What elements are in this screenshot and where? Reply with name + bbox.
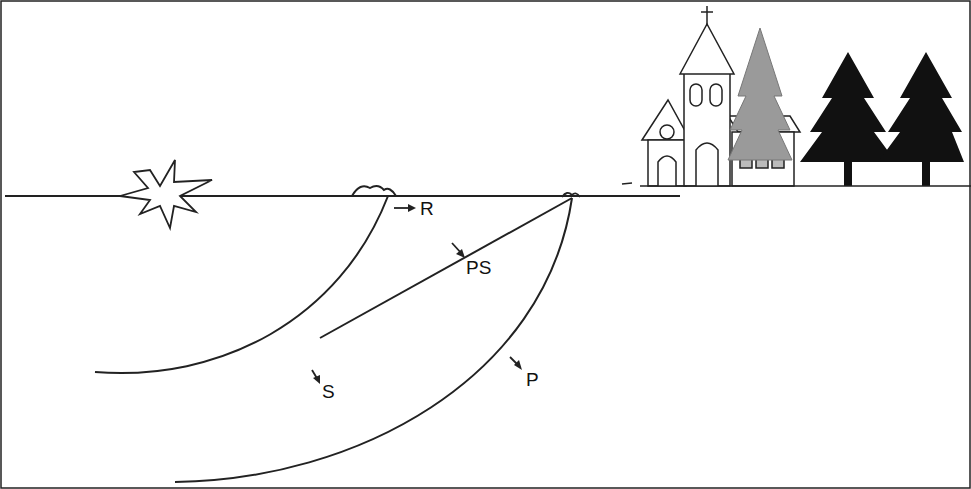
- wave-label: PS: [466, 258, 491, 277]
- wave-label: P: [526, 370, 539, 389]
- wave-label: S: [322, 382, 335, 401]
- wave-label: R: [420, 199, 434, 218]
